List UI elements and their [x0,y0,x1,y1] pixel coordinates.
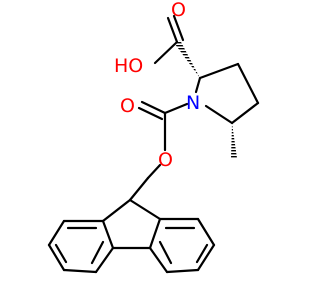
bond-acid-c-o-double-2 [172,14,185,42]
molecule-structure: HO O N O O [47,0,260,274]
atom-label-ester-oxygen: O [158,149,173,171]
bond-acid-c-o-double-1 [166,16,179,44]
bond-carbamate-c-o-double-1 [140,100,167,115]
bond-c9-right [128,198,162,221]
bond-left-ring-inner-2 [54,243,68,264]
bond-right-ring-3 [196,217,216,247]
atom-label-carbonyl-oxygen-carbamate: O [120,95,135,117]
bond-c3-c4 [236,62,260,105]
bond-carbamate-c-o-double-2 [137,106,164,121]
atom-label-ring-nitrogen: N [186,92,200,114]
bond-left-ring-4 [47,243,66,272]
bond-left-ring-2 [94,246,115,274]
atom-label-hydroxyl: HO [114,55,143,77]
bond-left-ring-1 [101,219,115,250]
bonds [47,14,260,274]
bond-c9-left [101,198,132,223]
bond-right-ring-6 [148,246,169,274]
hashed-wedge-bond-acid [175,40,200,78]
bond-right-ring-1 [148,217,162,250]
bond-n-carbonyl [163,102,189,115]
bond-c4-c5 [230,101,260,125]
bond-right-ring-inner-1 [158,240,173,265]
bond-n-c2 [194,76,202,94]
bond-ch2-c9 [128,176,150,202]
bond-c5-n [204,104,234,125]
bond-right-ring-4 [196,243,216,272]
bond-left-ring-inner-1 [90,240,105,265]
hashed-wedge-bond-methyl [231,123,237,158]
bond-right-ring-inner-2 [195,243,209,264]
atom-label-carbonyl-oxygen-acid: O [171,0,186,21]
bond-c2-c3 [198,62,240,80]
bond-ester-o-ch2 [146,163,162,180]
bond-left-ring-3 [62,268,98,274]
bond-acid-c-oh [153,40,179,65]
bond-right-ring-5 [165,268,200,274]
bond-left-ring-5 [47,219,66,247]
